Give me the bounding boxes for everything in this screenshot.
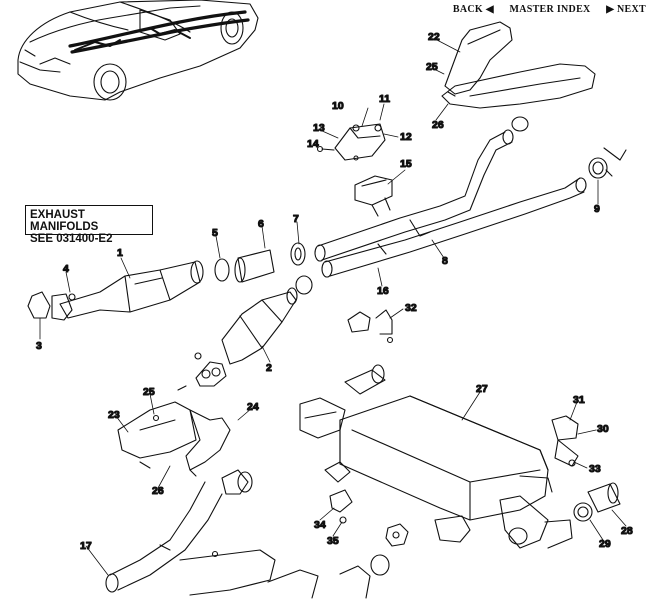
callout-16[interactable]: 16 — [376, 284, 389, 297]
part-27-silencer — [299, 364, 573, 549]
back-link[interactable]: BACK ◀ — [453, 4, 494, 15]
callout-11[interactable]: 11 — [378, 92, 390, 105]
callout-9[interactable]: 9 — [593, 202, 600, 215]
callout-29[interactable]: 29 — [598, 537, 611, 550]
callout-10[interactable]: 10 — [331, 99, 344, 112]
callout-32[interactable]: 32 — [404, 301, 417, 314]
callout-2[interactable]: 2 — [265, 361, 272, 374]
exhaust-manifolds-note[interactable]: EXHAUST MANIFOLDS SEE 031400-E2 — [25, 205, 153, 245]
callout-26b[interactable]: 26 — [151, 484, 164, 497]
back-arrow-icon[interactable]: ◀ — [485, 4, 494, 15]
callout-34[interactable]: 34 — [313, 518, 326, 531]
callout-1[interactable]: 1 — [116, 246, 123, 259]
part-17-lower-pipe — [105, 469, 390, 599]
callout-28[interactable]: 28 — [620, 524, 633, 537]
next-label[interactable]: NEXT — [617, 4, 646, 15]
callout-13[interactable]: 13 — [312, 121, 325, 134]
callout-24[interactable]: 24 — [246, 400, 259, 413]
callout-30[interactable]: 30 — [596, 422, 609, 435]
part-8-twin-pipe — [314, 129, 587, 278]
leader-lines — [39, 39, 627, 576]
callout-3[interactable]: 3 — [35, 339, 42, 352]
callout-25a[interactable]: 25 — [425, 60, 438, 73]
part-15-clamp — [354, 175, 393, 217]
part-32-bracket — [347, 309, 394, 344]
callout-22[interactable]: 22 — [427, 30, 440, 43]
part-2-catalyst — [177, 287, 298, 391]
note-line-1: EXHAUST MANIFOLDS — [30, 209, 99, 233]
car-thumbnail-icon[interactable] — [17, 0, 259, 101]
callout-31[interactable]: 31 — [572, 393, 585, 406]
callout-14[interactable]: 14 — [306, 137, 319, 150]
callout-25b[interactable]: 25 — [142, 385, 155, 398]
callout-8[interactable]: 8 — [441, 254, 448, 267]
callout-7[interactable]: 7 — [292, 212, 299, 225]
parts-28-29-tailpipe — [573, 482, 621, 522]
part-9-clamp — [511, 116, 627, 179]
part-1-catalyst — [27, 260, 204, 321]
master-index-link[interactable]: MASTER INDEX — [509, 4, 591, 15]
callout-17[interactable]: 17 — [79, 539, 92, 552]
navigation-bar: BACK ◀ MASTER INDEX ▶ NEXT — [453, 4, 646, 15]
callout-labels: 1 2 3 4 5 6 7 8 9 10 11 12 13 14 15 16 1… — [35, 30, 633, 552]
callout-33[interactable]: 33 — [588, 462, 601, 475]
callout-23[interactable]: 23 — [107, 408, 120, 421]
next-link[interactable]: ▶ NEXT — [606, 4, 646, 15]
bracket-10-14 — [316, 123, 386, 161]
callout-15[interactable]: 15 — [399, 157, 412, 170]
callout-12[interactable]: 12 — [399, 130, 412, 143]
callout-26a[interactable]: 26 — [431, 118, 444, 131]
part-22-heat-shield — [441, 21, 596, 109]
lower-heat-shields — [117, 401, 231, 477]
note-line-2: SEE 031400-E2 — [30, 233, 113, 245]
callout-4[interactable]: 4 — [62, 262, 69, 275]
callout-27[interactable]: 27 — [475, 382, 488, 395]
parts-34-35-mount — [329, 489, 409, 547]
callout-6[interactable]: 6 — [257, 217, 264, 230]
next-arrow-icon[interactable]: ▶ — [606, 4, 615, 15]
parts-5-6-7-flex — [214, 242, 313, 295]
back-label[interactable]: BACK — [452, 4, 484, 15]
callout-35[interactable]: 35 — [326, 534, 339, 547]
bracket-30-31-33 — [551, 415, 579, 467]
callout-5[interactable]: 5 — [211, 226, 218, 239]
